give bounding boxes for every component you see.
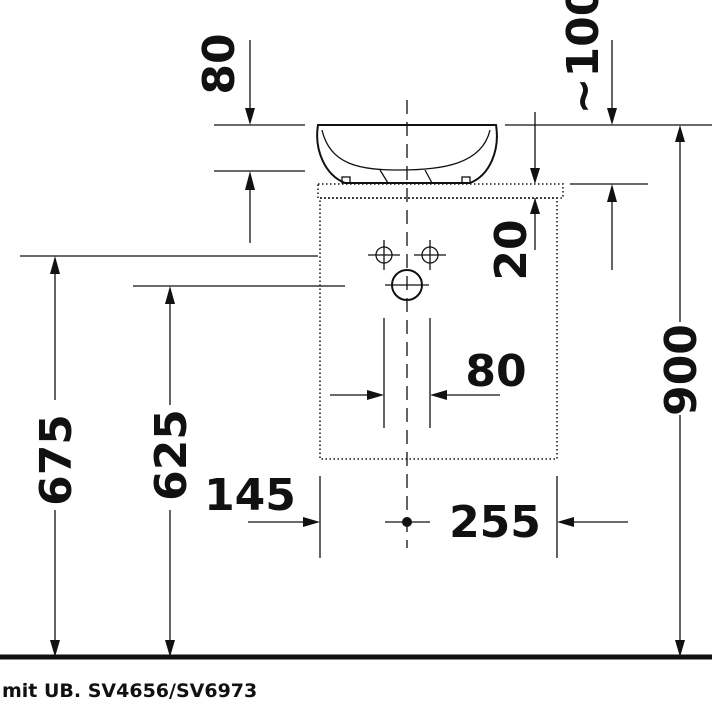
dim-80-top: 80: [194, 33, 245, 94]
dim-20: 20: [486, 219, 537, 280]
countertop-plate: [317, 183, 564, 199]
waste-connection: [385, 269, 429, 301]
dim-625: 625: [146, 409, 197, 501]
vanity-unit-outline: [319, 197, 558, 460]
dim-900: 900: [656, 324, 707, 416]
dim-100: ~100: [558, 0, 609, 114]
dim-80-mid: 80: [465, 346, 526, 397]
dim-675: 675: [31, 414, 82, 506]
arrowheads: [50, 108, 685, 657]
extension-lines: [20, 124, 712, 558]
basin-bowl: [316, 124, 498, 184]
dim-255: 255: [449, 497, 541, 548]
drain-center-point: [402, 517, 412, 527]
dim-145: 145: [204, 470, 296, 521]
supply-connections: [368, 240, 446, 270]
dimension-lines: [54, 40, 681, 640]
caption-label: mit UB. SV4656/SV6973: [2, 680, 257, 702]
